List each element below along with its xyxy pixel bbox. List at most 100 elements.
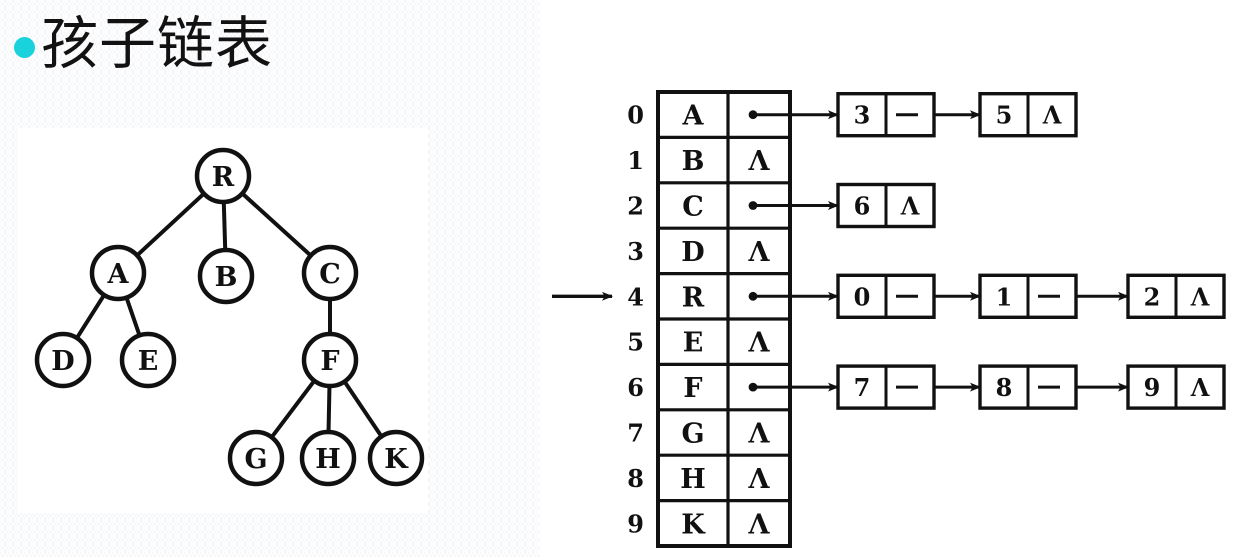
row-nil-marker: Λ (748, 237, 771, 268)
row-index-label: 1 (627, 146, 644, 175)
child-node-nil-marker: Λ (1190, 282, 1210, 311)
row-data-cell: R (682, 282, 705, 313)
child-node-nil-marker: Λ (1190, 373, 1210, 402)
tree-node-c: C (301, 244, 359, 302)
row-data-cell: E (683, 328, 704, 359)
row-nil-marker: Λ (748, 146, 771, 177)
row-data-cell: D (681, 237, 704, 268)
child-node-index: 7 (854, 373, 871, 402)
tree-node-h: H (299, 429, 357, 487)
child-node-index: 8 (996, 373, 1013, 402)
tree-node-circle (367, 429, 425, 487)
tree-edge-f-g (269, 377, 317, 441)
tree-node-circle (301, 244, 359, 302)
child-node-index: 5 (996, 101, 1013, 130)
child-node-index: 1 (996, 282, 1013, 311)
tree-node-circle (34, 331, 92, 389)
table-row: 5 E Λ (627, 317, 790, 359)
slide-title-row: 孩子链表 (14, 11, 273, 77)
row-data-cell: A (682, 101, 705, 132)
row-index-label: 0 (627, 101, 644, 130)
tree-node-circle (119, 331, 177, 389)
tree-node-circle (197, 247, 255, 305)
child-list-node: 8 (978, 364, 1129, 410)
child-node-nil-marker: Λ (1042, 101, 1062, 130)
tree-node-label: G (244, 444, 267, 475)
tree-node-circle (227, 429, 285, 487)
tree-node-label: C (319, 259, 341, 290)
tree-node-b: B (197, 247, 255, 305)
tree-node-label: K (384, 444, 409, 475)
tree-node-d: D (34, 331, 92, 389)
tree-node-g: G (227, 429, 285, 487)
tree-node-label: B (215, 262, 238, 293)
row-index-label: 3 (627, 237, 644, 266)
child-node-index: 3 (854, 101, 871, 130)
tree-edge-r-c (239, 190, 314, 259)
row-data-cell: C (682, 192, 704, 223)
tree-node-label: D (51, 346, 74, 377)
table-row: 8 H Λ (627, 453, 790, 495)
tree-node-label: F (320, 346, 339, 377)
row-index-label: 5 (627, 328, 644, 357)
child-node-nil-marker: Λ (900, 192, 920, 221)
tree-node-circle (89, 244, 147, 302)
child-list-node: 0 (836, 273, 981, 319)
tree-edge-group (74, 190, 385, 441)
tree-edge-f-k (341, 378, 385, 440)
tree-edge-a-e (124, 294, 142, 339)
child-node-index: 0 (854, 282, 871, 311)
tree-node-k: K (367, 429, 425, 487)
row-nil-marker: Λ (748, 464, 771, 495)
child-list-node: 3 (836, 91, 981, 138)
tree-node-label: E (138, 346, 159, 377)
table-row: 7 G Λ (627, 408, 790, 450)
tree-node-label: H (315, 444, 341, 475)
row-data-cell: H (680, 464, 706, 495)
tree-node-f: F (301, 331, 359, 389)
tree-node-circle (299, 429, 357, 487)
tree-node-circle (301, 331, 359, 389)
page-title: 孩子链表 (41, 11, 273, 77)
tree-node-label: A (107, 259, 130, 290)
tree-edge-r-b (221, 198, 228, 254)
child-node-index: 9 (1144, 373, 1161, 402)
child-list-node: 1 (978, 273, 1129, 319)
row-data-cell: G (681, 419, 704, 450)
tree-edge-f-h (326, 382, 332, 436)
tree-node-a: A (89, 244, 147, 302)
bullet-icon (14, 37, 35, 59)
tree-node-e: E (119, 331, 177, 389)
row-nil-marker: Λ (748, 419, 771, 450)
tree-edge-a-d (74, 292, 107, 341)
table-row: 3 D Λ (627, 226, 790, 268)
child-node-index: 2 (1144, 282, 1161, 311)
child-list-node: 7 (836, 364, 981, 410)
row-index-label: 7 (627, 419, 644, 448)
row-index-label: 8 (627, 464, 644, 493)
row-data-cell: K (681, 509, 706, 540)
row-data-cell: F (683, 373, 702, 404)
tree-edge-r-a (134, 190, 207, 259)
row-index-label: 9 (627, 509, 644, 538)
row-nil-marker: Λ (748, 328, 771, 359)
